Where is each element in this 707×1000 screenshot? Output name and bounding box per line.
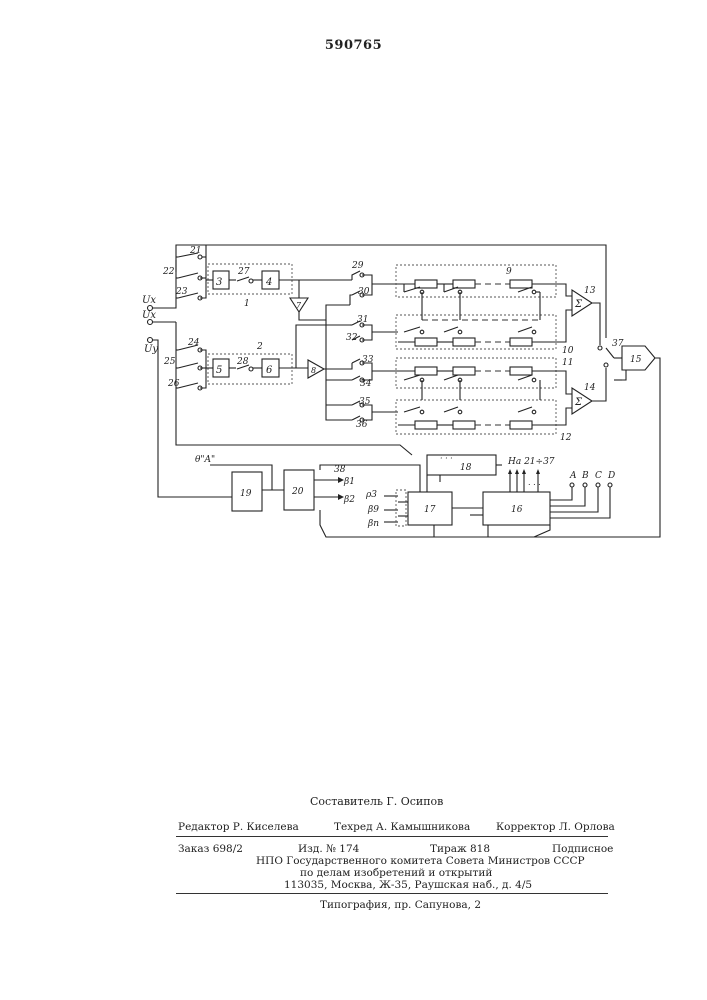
svg-text:23: 23 — [175, 287, 188, 297]
svg-text:Σ: Σ — [574, 299, 583, 310]
imprint-address: 113035, Москва, Ж-35, Раушская наб., д. … — [284, 879, 532, 891]
block-18: 18 · · · — [408, 454, 502, 495]
svg-text:16: 16 — [511, 505, 523, 515]
svg-text:. . .: . . . — [528, 478, 541, 487]
imprint-circulation: Тираж 818 — [430, 843, 490, 855]
imprint-compiler: Составитель Г. Осипов — [310, 795, 443, 808]
svg-text:14: 14 — [584, 383, 596, 393]
channel-2: 5 28 2 6 — [206, 342, 308, 384]
svg-text:D: D — [607, 471, 615, 481]
switch-22: 22 — [162, 267, 202, 280]
svg-text:βn: βn — [367, 519, 379, 529]
svg-text:· · ·: · · · — [440, 454, 453, 463]
switch-37: 37 — [598, 339, 624, 367]
svg-text:18: 18 — [460, 463, 472, 473]
svg-text:5: 5 — [216, 365, 222, 376]
svg-text:15: 15 — [630, 355, 642, 365]
svg-text:Σ: Σ — [574, 397, 583, 408]
svg-text:22: 22 — [162, 267, 175, 277]
inputs-abcd: A B C D — [550, 471, 615, 518]
svg-text:2: 2 — [256, 342, 263, 352]
block-8: 8 — [296, 325, 350, 378]
imprint-org-line2: по делам изобретений и открытий — [300, 867, 492, 879]
switch-25: 25 — [163, 357, 202, 370]
svg-text:19: 19 — [240, 489, 252, 499]
switch-21: 21 — [178, 246, 206, 259]
imprint-corrector: Корректор Л. Орлова — [496, 821, 615, 833]
block-7: 7 — [290, 280, 350, 320]
ladder-9: 9 — [396, 265, 560, 297]
imprint-org-line1: НПО Государственного комитета Совета Мин… — [256, 855, 585, 867]
svg-text:17: 17 — [424, 505, 436, 515]
svg-text:11: 11 — [562, 358, 573, 368]
switch-23: 23 — [175, 287, 202, 300]
ladder-10: 10 — [396, 315, 574, 356]
channel-1: 3 27 4 1 — [206, 264, 352, 309]
input-uy-label: Uy — [144, 344, 158, 355]
svg-text:29: 29 — [351, 261, 364, 271]
ladder-11: 11 — [396, 358, 573, 388]
svg-text:13: 13 — [584, 286, 596, 296]
svg-text:8: 8 — [311, 366, 316, 375]
imprint-techred: Техред А. Камышникова — [334, 821, 470, 833]
svg-text:4: 4 — [265, 277, 272, 288]
summer-13: Σ 13 — [556, 284, 600, 345]
arrows-to-switches: На 21÷37 . . . — [507, 457, 555, 492]
block-17: 17 — [408, 485, 488, 537]
imprint-order: Заказ 698/2 — [178, 843, 243, 855]
svg-text:12: 12 — [560, 433, 572, 443]
svg-text:A: A — [569, 471, 577, 481]
imprint-editor: Редактор Р. Киселева — [178, 821, 299, 833]
svg-text:36: 36 — [356, 420, 368, 430]
summer-14: Σ 14 — [556, 368, 606, 425]
svg-text:6: 6 — [266, 365, 273, 376]
svg-text:21: 21 — [189, 246, 201, 256]
svg-text:На 21÷37: На 21÷37 — [507, 457, 555, 467]
switches-29-36: 29 30 31 32 33 34 35 36 — [326, 261, 398, 430]
svg-text:32: 32 — [346, 333, 358, 343]
svg-text:28: 28 — [236, 357, 249, 367]
svg-text:38: 38 — [334, 465, 346, 475]
switch-24: 24 — [178, 338, 202, 352]
svg-text:ρ3: ρ3 — [365, 490, 377, 500]
svg-text:24: 24 — [187, 338, 200, 348]
input-ux-label: Ux — [142, 295, 156, 306]
block-16: 16 — [483, 492, 550, 537]
priority-inputs: ρ3 β9 βn — [365, 490, 408, 529]
input-terminals: Ux Ux Uy — [142, 295, 158, 355]
svg-text:C: C — [595, 471, 602, 481]
svg-text:10: 10 — [562, 346, 574, 356]
ladder-12: 12 — [396, 400, 572, 443]
svg-text:β1: β1 — [343, 477, 355, 487]
svg-text:9: 9 — [506, 267, 512, 277]
svg-text:3: 3 — [216, 277, 222, 288]
imprint-printer: Типография, пр. Сапунова, 2 — [320, 899, 481, 911]
switch-26: 26 — [167, 379, 202, 390]
blocks-19-20: 19 20 θ"A" β1 β2 38 — [195, 455, 434, 537]
svg-text:31: 31 — [357, 315, 368, 325]
svg-text:25: 25 — [163, 357, 176, 367]
svg-text:B: B — [581, 471, 589, 481]
svg-text:β9: β9 — [367, 505, 379, 515]
input-ux-bar-label: Ux — [142, 310, 156, 321]
svg-text:20: 20 — [291, 487, 304, 497]
imprint-issue: Изд. № 174 — [298, 843, 359, 855]
svg-text:θ"A": θ"A" — [195, 455, 215, 465]
switches-21-26: 21 22 23 24 25 — [162, 245, 206, 390]
svg-text:1: 1 — [244, 299, 250, 309]
svg-text:β2: β2 — [343, 495, 355, 505]
svg-text:27: 27 — [237, 267, 250, 277]
imprint-subscription: Подписное — [552, 843, 613, 855]
